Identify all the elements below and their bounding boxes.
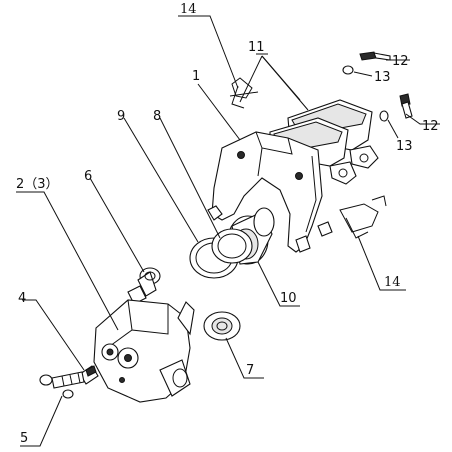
label-11: 11: [248, 40, 265, 55]
bleeder-fitting: [127, 267, 161, 305]
washer-upper: [342, 65, 354, 75]
leader-lines: [16, 15, 440, 447]
bleeder-screw: [79, 365, 99, 385]
label-13-lower: 13: [396, 139, 413, 154]
caliper-bracket: [207, 131, 333, 253]
label-1: 1: [192, 69, 200, 84]
label-5: 5: [20, 431, 28, 446]
washer-lower: [379, 110, 389, 122]
screw-lower: [399, 93, 413, 119]
screw-upper: [359, 51, 391, 61]
label-14-bottom: 14: [384, 275, 401, 290]
label-9: 9: [117, 109, 125, 124]
label-14-top: 14: [180, 2, 197, 17]
label-13-upper: 13: [374, 70, 391, 85]
label-2-3: 2（3）: [16, 177, 59, 192]
label-6: 6: [84, 169, 92, 184]
retaining-clip-bottom: [339, 195, 387, 239]
dust-boot: [203, 311, 241, 341]
label-8: 8: [153, 109, 161, 124]
label-12-upper: 12: [392, 54, 409, 69]
label-12-lower: 12: [422, 119, 439, 134]
label-10: 10: [280, 291, 297, 306]
label-4: 4: [18, 291, 26, 306]
caliper-body: [93, 299, 195, 403]
callout-labels: 14 11 1 12 13 12 13 9 8 2（3） 6 10 14 4 7…: [16, 2, 439, 446]
label-7: 7: [246, 363, 254, 378]
banjo-bolt: [39, 371, 85, 399]
seal-ring: [211, 228, 253, 264]
